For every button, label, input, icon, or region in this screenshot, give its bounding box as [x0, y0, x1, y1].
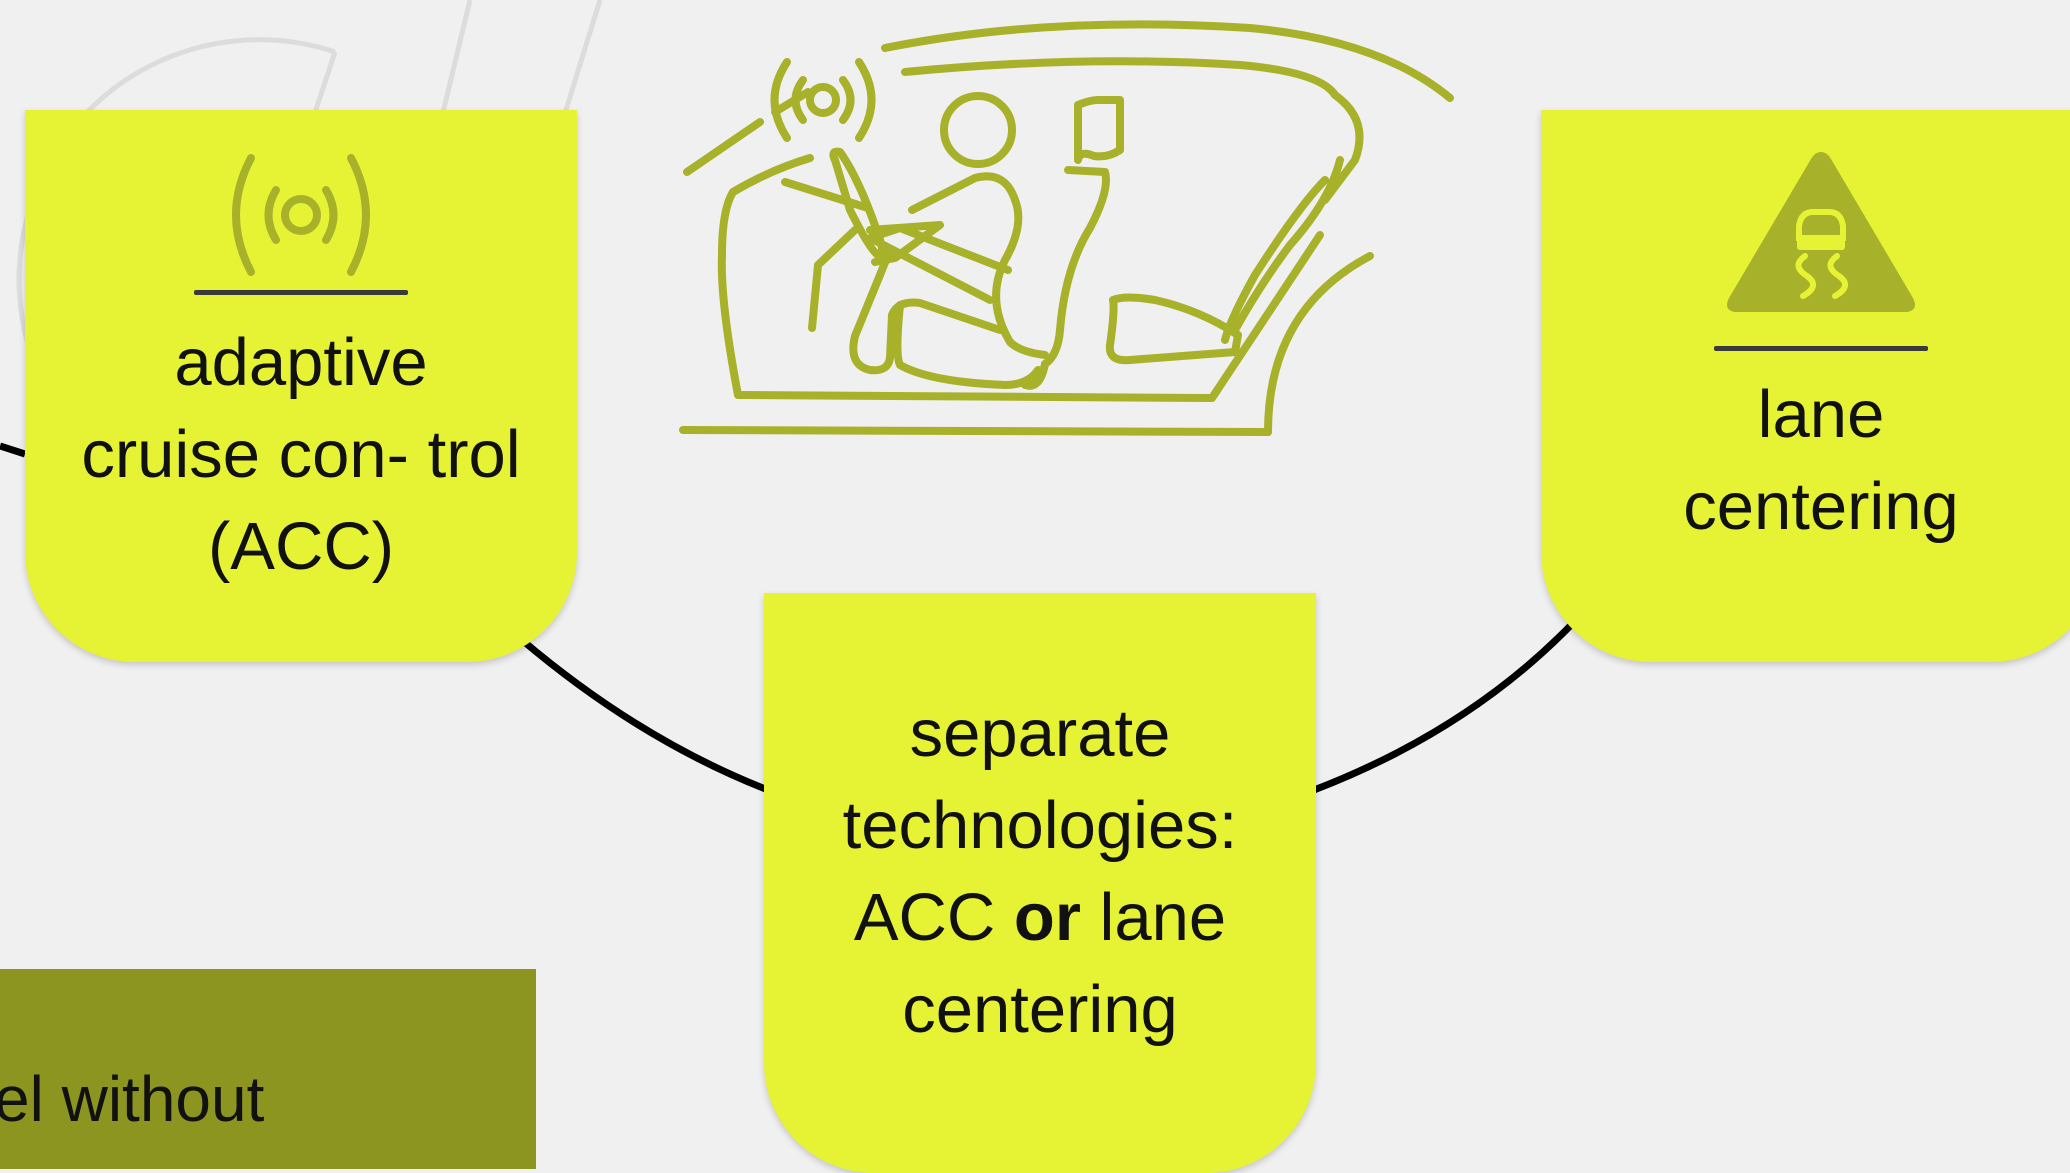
diagram-canvas [0, 0, 1577, 794]
separate-line1: separate [909, 696, 1171, 771]
lane-label-line2: centering [1683, 469, 1959, 544]
separate-line2: technologies: [842, 788, 1238, 863]
acc-label: adaptive cruise con- trol (ACC) [81, 325, 521, 584]
lane-label: lane centering [1611, 369, 2031, 553]
slippery-road-warning-icon [1727, 152, 1915, 312]
acc-node: adaptive cruise con- trol (ACC) [25, 110, 577, 662]
acc-divider [194, 290, 408, 295]
lane-label-line1: lane [1757, 377, 1885, 452]
lane-centering-node: lane centering [1541, 110, 2070, 662]
driver-in-car-sensor-icon [679, 20, 1454, 436]
separate-line3: ACC or lane [790, 872, 1290, 964]
lane-divider [1714, 346, 1928, 351]
bottom-panel [0, 969, 536, 1169]
radar-signal-icon [232, 154, 370, 276]
connector-arc [0, 442, 1577, 794]
bottom-panel-text: el without [0, 1063, 265, 1135]
separate-technologies-node: separate technologies: ACC or lane cente… [764, 593, 1316, 1173]
separate-label: separate technologies: ACC or lane cente… [790, 688, 1290, 1056]
separate-line3-prefix: ACC [853, 880, 1014, 955]
separate-line4: centering [902, 972, 1178, 1047]
separate-line3-bold: or [1013, 880, 1081, 955]
separate-line3-suffix: lane [1080, 880, 1227, 955]
